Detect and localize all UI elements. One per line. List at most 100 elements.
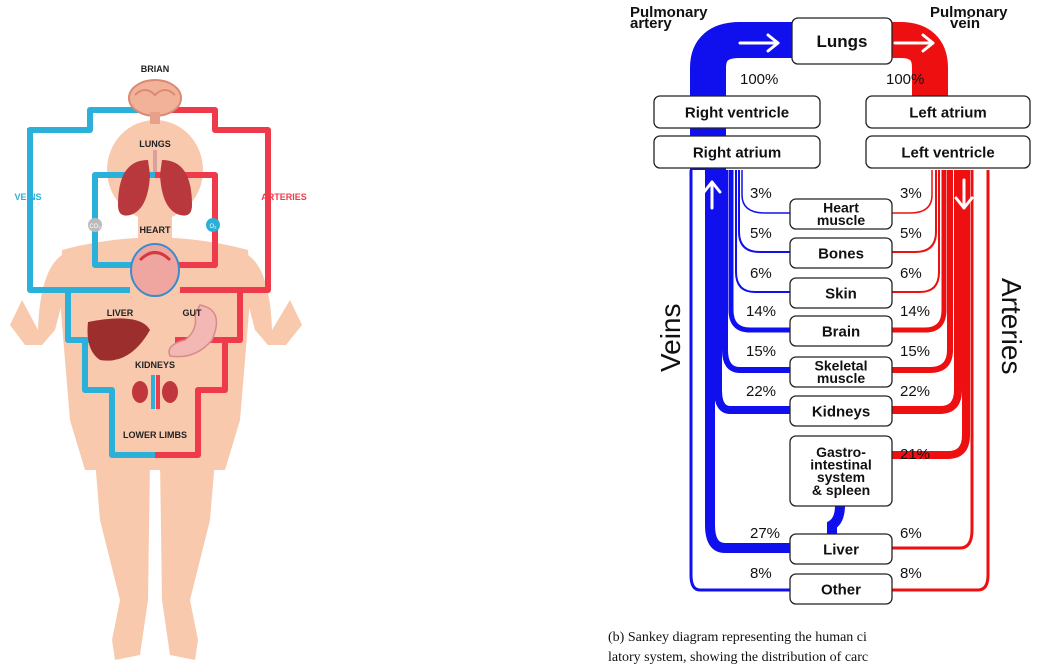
co2-badge: CO₂	[88, 218, 102, 232]
box-left-atrium: Left atrium	[865, 95, 1031, 129]
percent-other-right: 8%	[900, 565, 922, 582]
box-kidneys: Kidneys	[789, 395, 893, 427]
box-bones: Bones	[789, 237, 893, 269]
percent-skin-left: 6%	[750, 265, 772, 282]
brain-label: BRIAN	[141, 64, 170, 74]
box-label-skeletal-muscle-2: muscle	[817, 370, 865, 386]
box-label-gi-1: Gastro-	[816, 444, 866, 460]
percent-other-left: 8%	[750, 565, 772, 582]
arrow-lungs-in	[738, 33, 780, 53]
box-label-skin: Skin	[825, 285, 857, 302]
percent-liver-right: 6%	[900, 525, 922, 542]
percent-skin-right: 6%	[900, 265, 922, 282]
box-liver: Liver	[789, 533, 893, 565]
percent-lungs-left: 100%	[740, 71, 778, 88]
figure-caption: (b) Sankey diagram representing the huma…	[608, 628, 1038, 668]
box-right-atrium: Right atrium	[653, 135, 821, 169]
percent-skeletal-left: 15%	[746, 343, 776, 360]
percent-kidneys-right: 22%	[900, 383, 930, 400]
flow-arrows	[702, 33, 974, 210]
vein-flow-skin	[735, 170, 790, 293]
lower-limbs-label: LOWER LIMBS	[123, 430, 187, 440]
o2-badge: O₂	[206, 218, 220, 232]
liver-organ	[87, 318, 150, 361]
box-lungs: Lungs	[791, 17, 893, 65]
pulmonary-vein-band	[832, 22, 948, 100]
vein-flows	[689, 170, 845, 592]
artery-flow-bones	[892, 170, 937, 253]
box-left-ventricle: Left ventricle	[865, 135, 1031, 169]
box-label-kidneys: Kidneys	[812, 403, 870, 420]
vein-flow-gi-liver	[827, 504, 845, 540]
artery-flow-liver	[892, 170, 974, 550]
artery-flow-skeletal	[892, 170, 953, 373]
vein-flow-other	[689, 170, 790, 592]
artery-flow-kidneys	[892, 170, 962, 414]
box-label-skeletal-muscle-1: Skeletal	[815, 358, 868, 374]
svg-text:CO₂: CO₂	[89, 224, 101, 230]
artery-flow-gi	[892, 170, 970, 459]
artery-flow-skin	[892, 170, 940, 293]
percent-gi-right: 21%	[900, 446, 930, 463]
kidneys-label: KIDNEYS	[135, 360, 175, 370]
box-label-bones: Bones	[818, 245, 864, 262]
box-label-brain: Brain	[822, 323, 860, 340]
vein-flow-skeletal	[722, 170, 790, 373]
arrow-arteries-down	[954, 178, 974, 210]
box-label-gi-2: intestinal	[810, 457, 871, 473]
liver-label: LIVER	[107, 308, 134, 318]
vein-flow-liver	[705, 170, 790, 553]
veins-side-label: Veins	[655, 304, 686, 373]
box-label-other: Other	[821, 581, 861, 598]
box-label-gi-3: system	[817, 469, 865, 485]
percent-brain-right: 14%	[900, 303, 930, 320]
percent-kidneys-left: 22%	[746, 383, 776, 400]
vein-flow-bones	[738, 170, 790, 253]
percent-lungs-right: 100%	[886, 71, 924, 88]
artery-flow-heart-muscle	[892, 170, 933, 214]
percent-heart-muscle-right: 3%	[900, 185, 922, 202]
lungs-label: LUNGS	[139, 139, 171, 149]
box-label-gi-4: & spleen	[812, 482, 870, 498]
box-label-right-ventricle: Right ventricle	[685, 104, 789, 121]
svg-text:O₂: O₂	[210, 224, 218, 230]
box-label-heart-muscle-2: muscle	[817, 212, 865, 228]
percent-brain-left: 14%	[746, 303, 776, 320]
sankey-percentages: 100%100%3%3%5%5%6%6%14%14%15%15%22%22%21…	[740, 71, 930, 582]
gut-label: GUT	[183, 308, 203, 318]
heart-organ	[130, 243, 180, 297]
box-other: Other	[789, 573, 893, 605]
box-label-left-atrium: Left atrium	[909, 104, 987, 121]
caption-line-1: (b) Sankey diagram representing the huma…	[608, 630, 867, 645]
artery-flows	[892, 170, 990, 592]
box-skin: Skin	[789, 277, 893, 309]
vein-flow-brain	[728, 170, 790, 333]
percent-bones-right: 5%	[900, 225, 922, 242]
box-label-left-ventricle: Left ventricle	[901, 144, 994, 161]
caption-line-2: latory system, showing the distribution …	[608, 650, 869, 665]
brain-organ	[128, 79, 182, 124]
gut-organ	[168, 304, 218, 358]
vein-flow-kidneys	[714, 170, 790, 414]
arteries-side-label: Arteries	[996, 278, 1027, 374]
percent-heart-muscle-left: 3%	[750, 185, 772, 202]
vein-flow-heart-muscle	[741, 170, 790, 214]
box-right-ventricle: Right ventricle	[653, 95, 821, 129]
arrow-veins-up	[702, 180, 722, 210]
percent-bones-left: 5%	[750, 225, 772, 242]
percent-liver-left: 27%	[750, 525, 780, 542]
veins-label: VEINS	[14, 192, 41, 202]
box-label-liver: Liver	[823, 541, 859, 558]
arteries-label: ARTERIES	[261, 192, 307, 202]
box-label-lungs: Lungs	[817, 32, 868, 51]
box-label-right-atrium: Right atrium	[693, 144, 781, 161]
artery-flow-brain	[892, 170, 947, 333]
box-brain: Brain	[789, 315, 893, 347]
